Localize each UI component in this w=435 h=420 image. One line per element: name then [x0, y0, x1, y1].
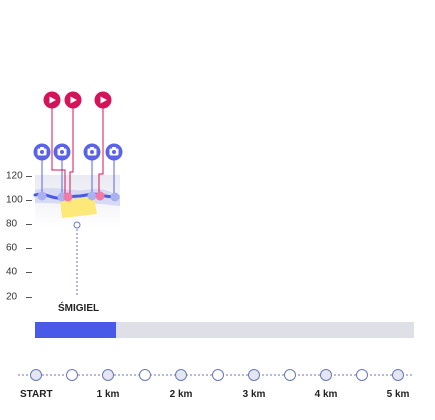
elevation-tick — [26, 272, 32, 273]
timeline-km-dot[interactable] — [102, 369, 114, 381]
play-icon — [100, 96, 107, 104]
place-label: ŚMIGIEL — [58, 303, 100, 314]
distance-label: 5 km — [386, 389, 410, 400]
timeline-km-dot[interactable] — [175, 369, 187, 381]
pin-connectors — [41, 108, 115, 196]
timeline-half-km-dot[interactable] — [212, 369, 224, 381]
elevation-tick — [26, 176, 32, 177]
elevation-line — [33, 192, 120, 200]
camera-icon — [109, 147, 119, 156]
photo-pin[interactable] — [33, 143, 51, 161]
camera-icon — [57, 147, 67, 156]
timeline-half-km-dot[interactable] — [66, 369, 78, 381]
timeline-dots — [30, 369, 404, 381]
elevation-label: 80 — [6, 218, 18, 230]
distance-label: 4 km — [314, 389, 338, 400]
timeline-half-km-dot[interactable] — [356, 369, 368, 381]
elevation-label: 100 — [6, 194, 23, 206]
photo-marker[interactable] — [87, 191, 97, 201]
timeline-half-km-dot[interactable] — [284, 369, 296, 381]
distance-label-start: START — [20, 389, 53, 400]
timeline-km-dot[interactable] — [320, 369, 332, 381]
video-marker[interactable] — [63, 192, 73, 202]
photo-marker[interactable] — [37, 191, 47, 201]
video-pin[interactable] — [43, 91, 61, 109]
camera-icon — [37, 147, 47, 156]
timeline-km-dot[interactable] — [30, 369, 42, 381]
distance-label: 3 km — [242, 389, 266, 400]
route-progress-fill — [35, 322, 117, 338]
timeline-km-dot[interactable] — [392, 369, 404, 381]
highlight-segment — [60, 197, 97, 218]
elevation-label: 120 — [6, 170, 23, 182]
photo-marker[interactable] — [110, 192, 120, 202]
photo-pin[interactable] — [105, 143, 123, 161]
route-progress-bar[interactable] — [35, 322, 414, 338]
timeline-half-km-dot[interactable] — [139, 369, 151, 381]
elevation-label: 60 — [6, 242, 18, 254]
video-pin[interactable] — [64, 91, 82, 109]
video-pin[interactable] — [94, 91, 112, 109]
elevation-tick — [26, 224, 32, 225]
timeline-km-dot[interactable] — [248, 369, 260, 381]
play-icon — [49, 96, 56, 104]
elevation-label: 20 — [6, 291, 18, 303]
elevation-tick — [26, 297, 32, 298]
photo-pin[interactable] — [53, 143, 71, 161]
elevation-label: 40 — [6, 266, 18, 278]
elevation-tick — [26, 200, 32, 201]
place-marker[interactable] — [73, 221, 81, 229]
play-icon — [70, 96, 77, 104]
camera-icon — [87, 147, 97, 156]
video-marker[interactable] — [95, 191, 105, 201]
distance-label: 2 km — [169, 389, 193, 400]
distance-label: 1 km — [96, 389, 120, 400]
photo-pin[interactable] — [83, 143, 101, 161]
elevation-tick — [26, 248, 32, 249]
